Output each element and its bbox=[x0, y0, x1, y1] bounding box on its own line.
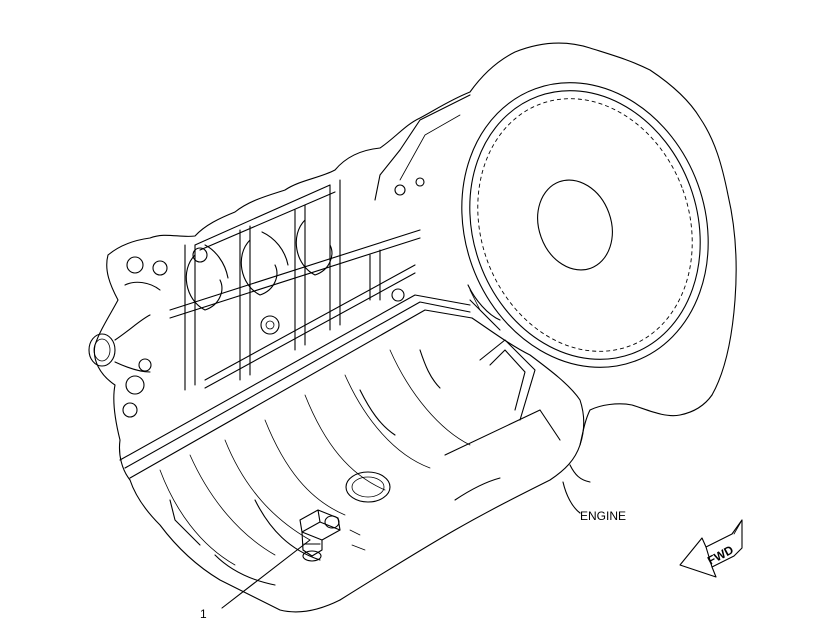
fwd-direction-arrow: FWD bbox=[679, 519, 743, 578]
fwd-label: FWD bbox=[705, 542, 736, 567]
oil-pan-flange bbox=[119, 229, 473, 479]
flywheel-housing bbox=[374, 82, 709, 368]
engine-leader bbox=[562, 481, 581, 514]
oil-level-sensor bbox=[299, 509, 366, 562]
engine-block bbox=[88, 42, 737, 481]
oil-pan bbox=[129, 317, 591, 613]
engine-label: ENGINE bbox=[580, 509, 626, 523]
callout-number-1: 1 bbox=[200, 607, 207, 621]
callout-1-leader bbox=[221, 539, 311, 609]
cylinder-block-ribs bbox=[184, 177, 425, 391]
